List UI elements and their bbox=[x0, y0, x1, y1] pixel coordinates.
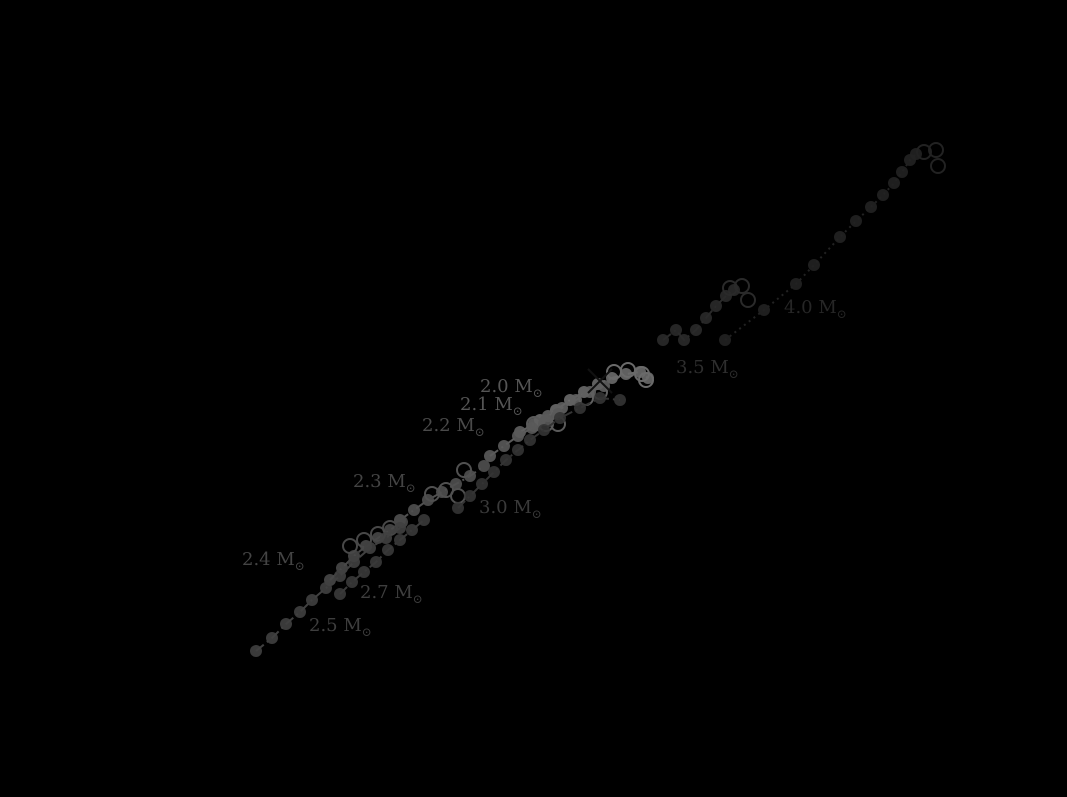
data-point bbox=[476, 478, 488, 490]
data-point bbox=[320, 582, 332, 594]
data-point bbox=[464, 470, 476, 482]
data-point bbox=[364, 542, 376, 554]
data-point bbox=[498, 440, 510, 452]
mass-label: 2.7 M⊙ bbox=[360, 582, 423, 606]
open-data-point bbox=[342, 538, 358, 554]
data-point bbox=[452, 502, 464, 514]
data-point bbox=[710, 300, 722, 312]
data-point bbox=[850, 215, 862, 227]
mass-label: 3.0 M⊙ bbox=[479, 497, 542, 521]
mass-label: 2.0 M⊙ bbox=[480, 376, 543, 400]
track-series bbox=[334, 514, 430, 600]
data-point bbox=[758, 304, 770, 316]
data-point bbox=[348, 556, 360, 568]
data-point bbox=[678, 334, 690, 346]
data-point bbox=[834, 231, 846, 243]
data-point bbox=[382, 544, 394, 556]
mass-label: 4.0 M⊙ bbox=[784, 297, 847, 321]
data-point bbox=[294, 606, 306, 618]
data-point bbox=[719, 334, 731, 346]
track-series bbox=[484, 408, 566, 462]
data-point bbox=[574, 402, 586, 414]
data-point bbox=[865, 201, 877, 213]
data-point bbox=[280, 618, 292, 630]
data-point bbox=[657, 334, 669, 346]
data-point bbox=[500, 454, 512, 466]
mass-label: 2.1 M⊙ bbox=[460, 394, 523, 418]
mass-label: 3.5 M⊙ bbox=[676, 357, 739, 381]
open-data-point bbox=[356, 532, 372, 548]
data-point bbox=[418, 514, 430, 526]
data-point bbox=[512, 444, 524, 456]
open-data-point bbox=[456, 462, 472, 478]
data-point bbox=[406, 524, 418, 536]
open-data-point bbox=[526, 416, 542, 432]
mass-label: 2.3 M⊙ bbox=[353, 471, 416, 495]
open-data-point bbox=[722, 280, 738, 296]
data-point bbox=[790, 278, 802, 290]
data-point bbox=[380, 532, 392, 544]
cross-marker bbox=[587, 368, 613, 394]
series-layer bbox=[250, 142, 946, 657]
data-point bbox=[896, 166, 908, 178]
data-point bbox=[478, 460, 490, 472]
data-point bbox=[888, 177, 900, 189]
open-data-point bbox=[928, 142, 944, 158]
data-point bbox=[334, 570, 346, 582]
data-point bbox=[524, 434, 536, 446]
mass-label: 2.4 M⊙ bbox=[242, 549, 305, 573]
data-point bbox=[614, 394, 626, 406]
data-point bbox=[538, 424, 550, 436]
mass-label: 2.5 M⊙ bbox=[309, 615, 372, 639]
data-point bbox=[266, 632, 278, 644]
track-series bbox=[452, 392, 626, 514]
data-point bbox=[594, 392, 606, 404]
data-point bbox=[808, 259, 820, 271]
data-point bbox=[394, 534, 406, 546]
data-point bbox=[690, 324, 702, 336]
track-series bbox=[250, 522, 406, 657]
data-point bbox=[554, 412, 566, 424]
data-point bbox=[512, 430, 524, 442]
track-series bbox=[657, 278, 756, 346]
data-point bbox=[334, 588, 346, 600]
open-data-point bbox=[620, 362, 636, 378]
data-point bbox=[484, 450, 496, 462]
data-point bbox=[488, 466, 500, 478]
data-point bbox=[250, 645, 262, 657]
data-point bbox=[877, 189, 889, 201]
data-point bbox=[346, 576, 358, 588]
open-data-point bbox=[424, 486, 440, 502]
track-series bbox=[719, 142, 946, 346]
open-data-point bbox=[734, 278, 750, 294]
data-point bbox=[370, 556, 382, 568]
data-point bbox=[306, 594, 318, 606]
open-data-point bbox=[638, 372, 654, 388]
open-data-point bbox=[916, 144, 932, 160]
data-point bbox=[408, 504, 420, 516]
data-point bbox=[670, 324, 682, 336]
data-point bbox=[464, 490, 476, 502]
open-data-point bbox=[930, 158, 946, 174]
open-data-point bbox=[740, 292, 756, 308]
data-point bbox=[394, 522, 406, 534]
mass-labels: 2.0 M⊙2.1 M⊙2.2 M⊙ 2.3 M⊙ 2.4 M⊙ 2.5 M⊙ 2.7 … bbox=[242, 297, 847, 639]
data-point bbox=[700, 312, 712, 324]
data-point bbox=[358, 566, 370, 578]
mass-label: 2.2 M⊙ bbox=[422, 415, 485, 439]
